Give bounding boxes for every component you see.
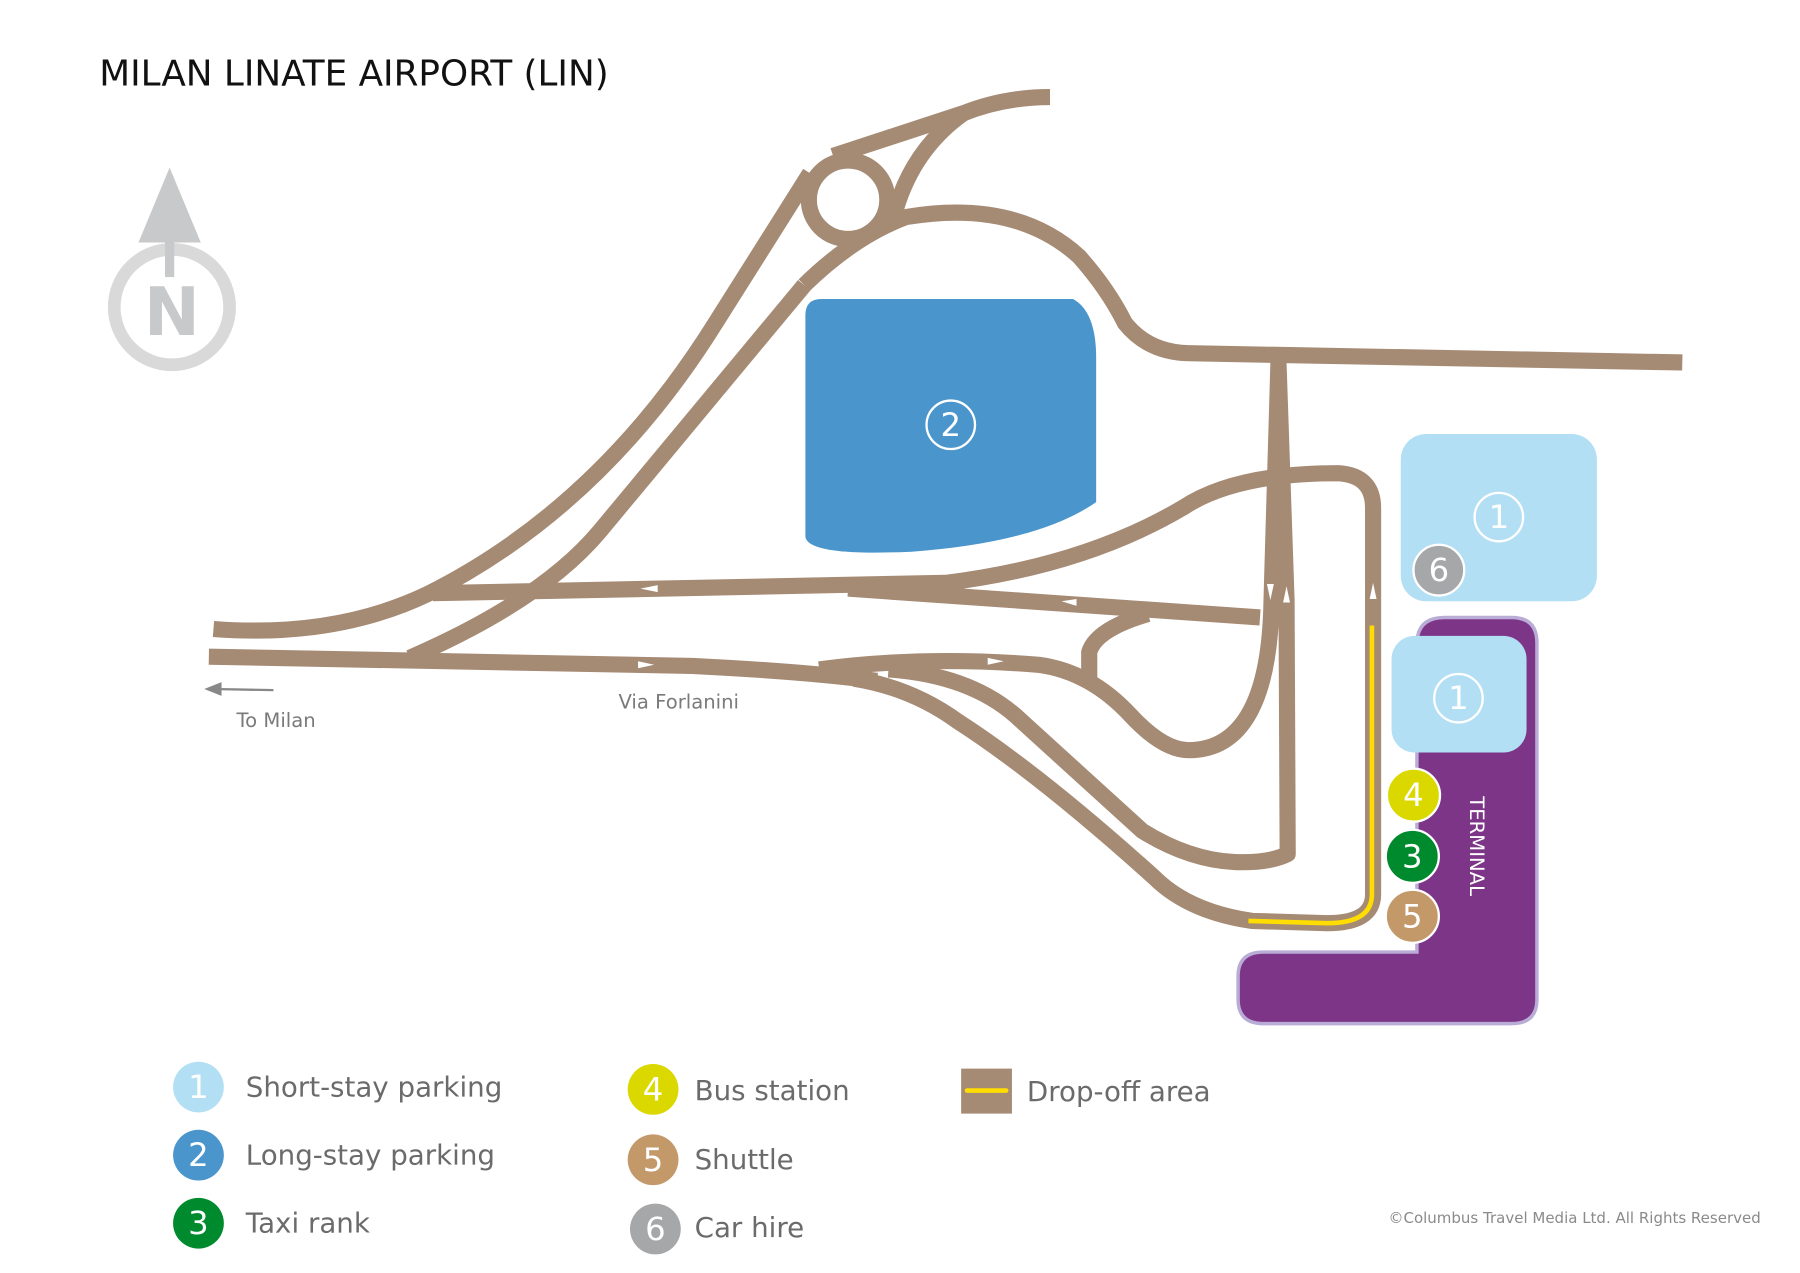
short-stay-terminal-marker: 1 bbox=[1448, 679, 1469, 717]
via-forlanini-label: Via Forlanini bbox=[618, 691, 739, 714]
roads bbox=[208, 89, 1683, 932]
svg-text:5: 5 bbox=[643, 1141, 664, 1179]
short-stay-parking-terminal bbox=[1391, 635, 1527, 753]
legend: 1 Short-stay parking 2 Long-stay parking… bbox=[173, 1061, 1211, 1255]
bus-station-marker: 4 bbox=[1403, 776, 1424, 814]
to-milan-arrow-icon bbox=[213, 687, 274, 692]
legend-taxi: Taxi rank bbox=[245, 1206, 370, 1239]
legend-short-stay: Short-stay parking bbox=[246, 1070, 503, 1103]
drop-off-area-line bbox=[1248, 625, 1375, 926]
svg-text:2: 2 bbox=[188, 1136, 209, 1174]
copyright: ©Columbus Travel Media Ltd. All Rights R… bbox=[1388, 1209, 1760, 1227]
terminal-label: TERMINAL bbox=[1465, 795, 1488, 896]
legend-long-stay: Long-stay parking bbox=[246, 1138, 495, 1171]
long-stay-marker: 2 bbox=[940, 406, 961, 444]
legend-bus: Bus station bbox=[695, 1074, 850, 1107]
legend-car-hire: Car hire bbox=[695, 1211, 805, 1244]
direction-arrows bbox=[638, 582, 1377, 669]
svg-text:1: 1 bbox=[188, 1068, 209, 1106]
svg-text:4: 4 bbox=[643, 1070, 664, 1108]
svg-text:3: 3 bbox=[188, 1204, 209, 1242]
legend-shuttle: Shuttle bbox=[695, 1143, 794, 1176]
car-hire-marker: 6 bbox=[1429, 551, 1450, 589]
svg-text:N: N bbox=[144, 273, 200, 351]
taxi-rank-marker: 3 bbox=[1402, 837, 1423, 875]
shuttle-marker: 5 bbox=[1402, 897, 1423, 935]
to-milan-label: To Milan bbox=[236, 709, 316, 732]
legend-drop-off: Drop-off area bbox=[1027, 1075, 1211, 1108]
short-stay-marker: 1 bbox=[1489, 498, 1510, 536]
map-title: MILAN LINATE AIRPORT (LIN) bbox=[99, 54, 608, 95]
svg-text:6: 6 bbox=[645, 1210, 666, 1248]
long-stay-parking-area bbox=[805, 299, 1097, 553]
north-compass-icon: N bbox=[107, 167, 236, 372]
